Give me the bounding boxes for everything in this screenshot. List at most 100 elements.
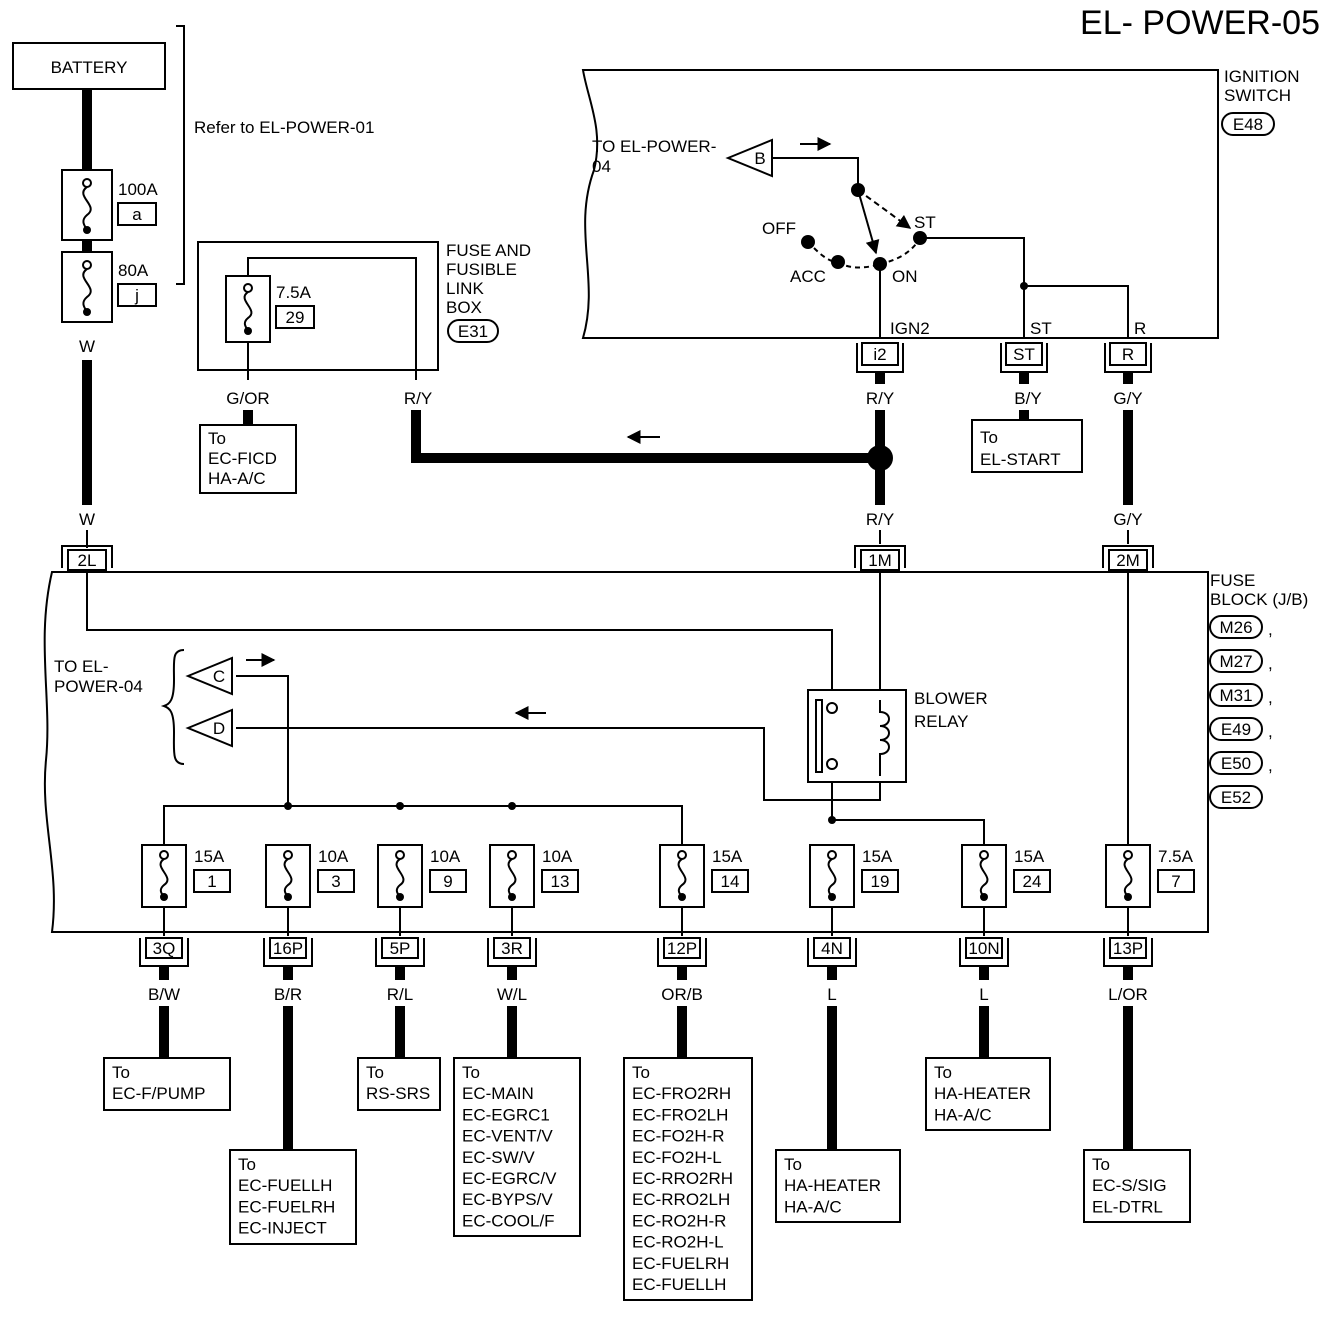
fuse-13-id: 13 <box>551 872 570 891</box>
fuse-link-box-line-2: FUSIBLE <box>446 260 517 279</box>
to-box-3q <box>103 1057 231 1111</box>
svg-text:B: B <box>754 149 765 168</box>
fuse-19-id: 19 <box>871 872 890 891</box>
svg-text:R: R <box>1122 345 1134 364</box>
connector-3q-label: 3Q <box>153 939 176 958</box>
fuse-80a-id: j <box>134 286 139 305</box>
to-box-13p <box>1083 1149 1191 1223</box>
to-box-16p <box>229 1149 357 1245</box>
switch-label-acc: ACC <box>790 267 826 286</box>
fuse-29-amp: 7.5A <box>276 283 312 302</box>
fuse-layer: 15A13QB/WToEC-F/PUMP10A316PB/RToEC-FUELL… <box>103 844 1195 1301</box>
wire-label-16p: B/R <box>274 985 302 1004</box>
to-4n-line-3: HA-A/C <box>784 1197 842 1216</box>
relay-line-1: BLOWER <box>914 689 988 708</box>
to-12p-line-7: EC-RRO2LH <box>632 1190 730 1209</box>
fuse-14-id: 14 <box>721 872 740 891</box>
to-box-3r <box>453 1057 581 1237</box>
wire-label-ry-2: R/Y <box>866 510 894 529</box>
ignition-switch-line-2: SWITCH <box>1224 86 1291 105</box>
page-title: EL- POWER-05 <box>1080 4 1320 42</box>
to-box-10n <box>925 1057 1051 1131</box>
fuse-13-amp: 10A <box>542 847 573 866</box>
to-16p-line-4: EC-INJECT <box>238 1219 327 1238</box>
to-12p-line-11: EC-FUELLH <box>632 1275 726 1294</box>
svg-text:D: D <box>213 719 225 738</box>
fuse-link-box-line-1: FUSE AND <box>446 241 531 260</box>
connector-arrow-d <box>185 708 233 748</box>
wire-label-gor: G/OR <box>226 389 269 408</box>
svg-text:M26: M26 <box>1219 618 1252 637</box>
connector-13p-label: 13P <box>1113 939 1143 958</box>
to-4n-line-1: To <box>784 1155 802 1174</box>
to-12p-line-5: EC-FO2H-L <box>632 1148 722 1167</box>
to-12p-line-10: EC-FUELRH <box>632 1254 729 1273</box>
to-16p-line-1: To <box>238 1155 256 1174</box>
to-3r-line-2: EC-MAIN <box>462 1084 534 1103</box>
to-12p-line-3: EC-FRO2LH <box>632 1105 728 1124</box>
to-3r-line-5: EC-SW/V <box>462 1148 535 1167</box>
connector-5p-label: 5P <box>390 939 411 958</box>
svg-text:M31: M31 <box>1219 686 1252 705</box>
fuse-80a-amp: 80A <box>118 261 149 280</box>
splice-ry <box>867 445 893 471</box>
to-3r-line-7: EC-BYPS/V <box>462 1190 553 1209</box>
connector-4n-label: 4N <box>821 939 843 958</box>
to-12p-line-4: EC-FO2H-R <box>632 1127 725 1146</box>
wire-label-12p: OR/B <box>661 985 703 1004</box>
fuse-24-amp: 15A <box>1014 847 1045 866</box>
svg-text:EL-START: EL-START <box>980 450 1061 469</box>
wire-label-13p: L/OR <box>1108 985 1148 1004</box>
switch-label-st: ST <box>914 213 936 232</box>
to-13p-line-2: EC-S/SIG <box>1092 1176 1167 1195</box>
connector-i2: i2 <box>856 342 904 373</box>
to-16p-line-2: EC-FUELLH <box>238 1176 332 1195</box>
svg-text:,: , <box>1268 722 1273 741</box>
svg-text:2M: 2M <box>1116 551 1140 570</box>
fuse-19-amp: 15A <box>862 847 893 866</box>
fb-to-line-2: POWER-04 <box>54 677 143 696</box>
svg-text:,: , <box>1268 620 1273 639</box>
fuse-29-id: 29 <box>286 308 305 327</box>
wire-label-5p: R/L <box>387 985 413 1004</box>
svg-text:E49: E49 <box>1221 720 1251 739</box>
to-el-start-box <box>971 419 1083 473</box>
to-10n-line-2: HA-HEATER <box>934 1084 1031 1103</box>
svg-text:C: C <box>213 667 225 686</box>
to-3r-line-4: EC-VENT/V <box>462 1127 553 1146</box>
to-ec-ficd-box <box>199 424 297 494</box>
to-3q-line-2: EC-F/PUMP <box>112 1084 206 1103</box>
svg-text:To: To <box>208 429 226 448</box>
connector-r: R <box>1104 342 1152 373</box>
to-5p-line-1: To <box>366 1063 384 1082</box>
connector-12p-label: 12P <box>667 939 697 958</box>
fuse-link-box-connector: E31 <box>458 322 488 341</box>
to-3r-line-3: EC-EGRC1 <box>462 1105 550 1124</box>
switch-label-off: OFF <box>762 219 796 238</box>
to-10n-line-1: To <box>934 1063 952 1082</box>
to-3r-line-1: To <box>462 1063 480 1082</box>
connector-3r-label: 3R <box>501 939 523 958</box>
to-12p-line-9: EC-RO2H-L <box>632 1233 724 1252</box>
connector-16p-label: 16P <box>273 939 303 958</box>
to-13p-line-3: EL-DTRL <box>1092 1197 1163 1216</box>
wire-label-gy-2: G/Y <box>1113 510 1142 529</box>
svg-text:E50: E50 <box>1221 754 1251 773</box>
fuse-1-id: 1 <box>207 872 216 891</box>
to-3r-line-6: EC-EGRC/V <box>462 1169 557 1188</box>
fuse-7-id: 7 <box>1171 872 1180 891</box>
svg-text:,: , <box>1268 654 1273 673</box>
wire-label-10n: L <box>979 985 988 1004</box>
to-12p-line-2: EC-FRO2RH <box>632 1084 731 1103</box>
fuse-7-amp: 7.5A <box>1158 847 1194 866</box>
fuse-block-line-2: BLOCK (J/B) <box>1210 590 1308 609</box>
svg-text:To: To <box>980 428 998 447</box>
ign-to-line-1: TO EL-POWER- <box>592 137 716 156</box>
wire-label-w: W <box>79 337 95 356</box>
wire-label-4n: L <box>827 985 836 1004</box>
to-box-4n <box>775 1149 901 1223</box>
to-5p-line-2: RS-SRS <box>366 1084 430 1103</box>
wire-label-by: B/Y <box>1014 389 1041 408</box>
fuse-24-id: 24 <box>1023 872 1042 891</box>
